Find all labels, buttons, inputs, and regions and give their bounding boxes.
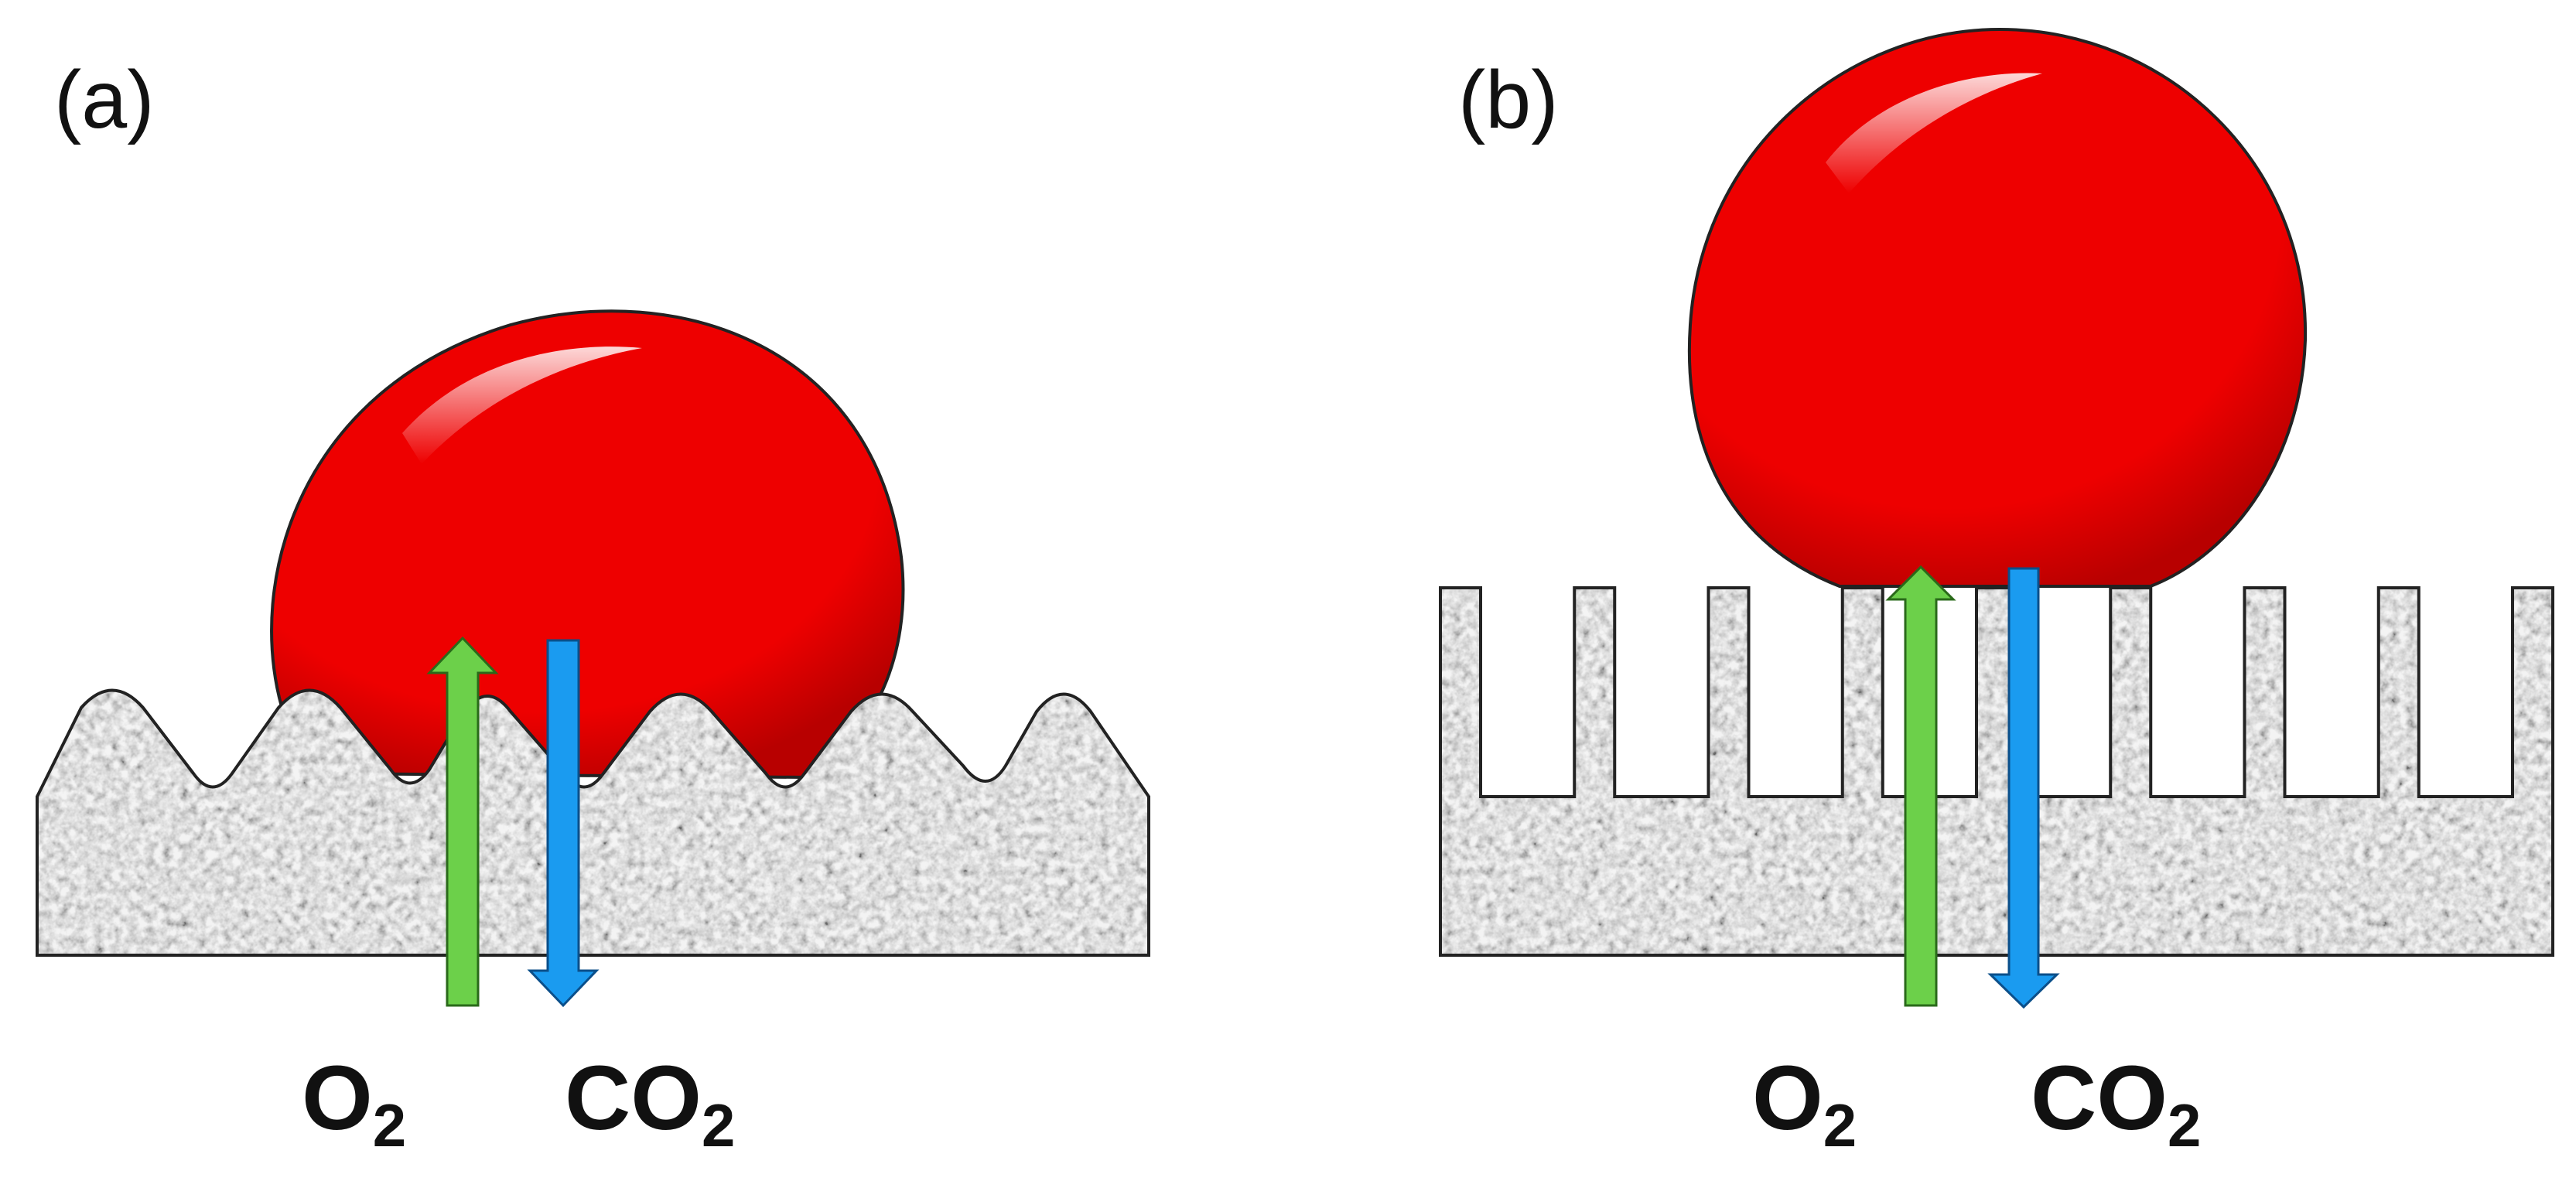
co2-label-b: CO2 <box>2031 1047 2201 1159</box>
panel-b: (b) O2 CO2 <box>1439 27 2554 1159</box>
droplet-a-highlight <box>402 346 642 464</box>
o2-label-a: O2 <box>302 1047 406 1159</box>
substrate-b <box>1439 586 2554 957</box>
substrate-a <box>36 688 1150 957</box>
droplet-b <box>1687 27 2308 588</box>
co2-label-b-sub: 2 <box>2168 1091 2201 1159</box>
substrate-a-outline <box>36 688 1150 957</box>
panel-a-label: (a) <box>54 54 155 145</box>
co2-label-b-main: CO <box>2031 1047 2168 1149</box>
panel-a: (a) O2 CO2 <box>36 54 1150 1159</box>
droplet-b-highlight <box>1826 73 2042 194</box>
co2-label-a-main: CO <box>565 1047 702 1149</box>
o2-label-a-main: O <box>302 1047 373 1149</box>
o2-label-b: O2 <box>1752 1047 1857 1159</box>
panel-b-label: (b) <box>1458 54 1559 145</box>
o2-label-a-sub: 2 <box>373 1091 406 1159</box>
co2-arrow-a <box>527 639 600 1008</box>
droplet-a-body <box>270 309 905 780</box>
o2-arrow-a <box>426 636 499 1007</box>
droplet-b-body <box>1687 27 2308 588</box>
co2-label-a-sub: 2 <box>702 1091 735 1159</box>
co2-label-a: CO2 <box>565 1047 735 1159</box>
o2-label-b-main: O <box>1752 1047 1823 1149</box>
o2-arrow-b <box>1885 565 1956 1007</box>
co2-arrow-b <box>1987 567 2060 1009</box>
substrate-b-texture <box>1440 588 2553 955</box>
droplet-a <box>270 309 905 780</box>
o2-label-b-sub: 2 <box>1823 1091 1857 1159</box>
